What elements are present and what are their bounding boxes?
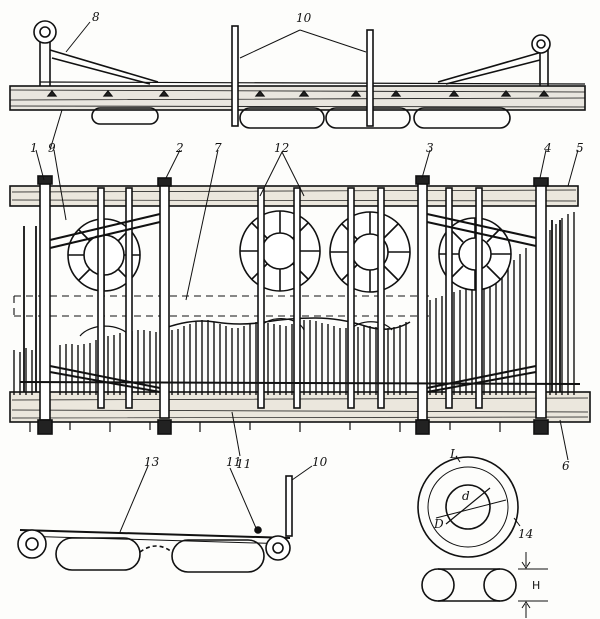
detail-inner-circle xyxy=(445,484,491,530)
label-10-top: 10 xyxy=(296,11,312,25)
log-knots xyxy=(46,90,550,97)
side-leaders xyxy=(119,465,313,533)
label-5: 5 xyxy=(576,141,584,155)
posts xyxy=(39,179,547,421)
dim-D: D xyxy=(433,517,444,531)
top-wheel-2 xyxy=(239,107,325,129)
post-heads xyxy=(37,175,549,435)
side-gear-right-icon xyxy=(265,535,291,561)
label-11-front: 11 xyxy=(236,457,251,471)
labels: 8 10 1 9 2 7 12 3 4 5 11 6 13 11 10 L d … xyxy=(30,10,584,592)
wheel-2 xyxy=(239,210,321,292)
wheel-detail xyxy=(417,455,548,618)
side-wheel-2 xyxy=(171,539,265,573)
label-10-side: 10 xyxy=(312,455,328,469)
stake-right xyxy=(366,29,374,127)
top-wheel-4 xyxy=(413,107,511,129)
detail-outer-circle xyxy=(417,456,519,558)
callout-leaders xyxy=(35,149,579,461)
stake-left xyxy=(231,25,239,127)
label-14: 14 xyxy=(518,527,533,541)
side-stake xyxy=(285,475,293,537)
left-gear-icon xyxy=(33,20,57,44)
dim-H: H xyxy=(532,579,540,592)
label-2: 2 xyxy=(175,141,184,155)
dim-L: L xyxy=(449,447,458,461)
label-12: 12 xyxy=(274,141,289,155)
side-view xyxy=(17,465,313,573)
detail-roller-2 xyxy=(483,568,517,602)
dim-d: d xyxy=(462,489,470,503)
detail-roller-1 xyxy=(421,568,455,602)
label-9: 9 xyxy=(48,141,56,155)
top-wheel-1 xyxy=(91,107,159,125)
panel-edge xyxy=(159,317,411,331)
wheel-group xyxy=(67,210,512,337)
label-1: 1 xyxy=(30,141,38,155)
right-gear-icon xyxy=(531,34,551,54)
label-11-side: 11 xyxy=(226,455,241,469)
post-4 xyxy=(535,181,547,419)
side-frame xyxy=(19,529,291,539)
post-1 xyxy=(39,179,51,421)
label-8: 8 xyxy=(92,10,100,24)
label-4: 4 xyxy=(543,141,552,155)
label-7: 7 xyxy=(214,141,222,155)
dashed-panel xyxy=(13,295,430,317)
side-wheel-1 xyxy=(55,537,141,571)
front-view xyxy=(9,149,591,461)
top-view xyxy=(9,20,586,151)
label-3: 3 xyxy=(426,141,434,155)
label-13: 13 xyxy=(144,455,160,469)
wheel-3 xyxy=(329,211,411,293)
slat-stubs xyxy=(29,422,501,432)
side-gear-left-icon xyxy=(17,529,47,559)
bottom-tie xyxy=(19,381,581,385)
label-6: 6 xyxy=(562,459,570,473)
